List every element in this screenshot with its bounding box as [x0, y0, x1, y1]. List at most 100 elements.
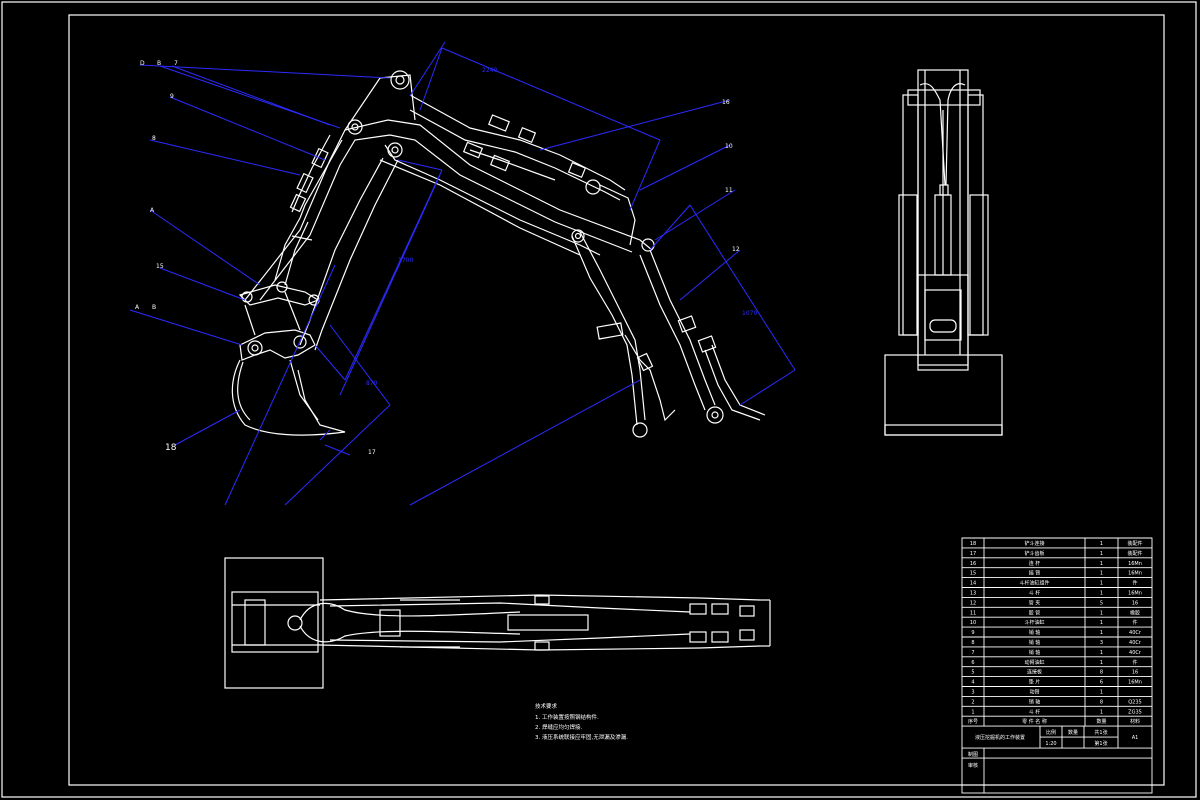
parts-row-name: 连接板: [1027, 669, 1042, 676]
parts-row-material: 16Mn: [1128, 680, 1142, 686]
parts-row-no: 2: [971, 699, 974, 705]
checker-label: 审核: [968, 762, 978, 769]
parts-row-no: 15: [970, 571, 976, 577]
callout-label: 16: [722, 99, 730, 106]
drawing-title: 液压挖掘机的工作装置: [975, 734, 1025, 741]
parts-row-material: 40Cr: [1129, 640, 1142, 646]
scale-label: 比例: [1046, 729, 1056, 736]
plan-view: [224, 557, 771, 689]
sheet-label: 数量: [1068, 729, 1078, 736]
dimension-text: 870: [366, 380, 378, 387]
parts-row-qty: 3: [1100, 640, 1103, 646]
callout-label: A: [150, 207, 155, 214]
parts-row-material: 件: [1132, 659, 1137, 666]
callout-label: A: [135, 304, 140, 311]
parts-row-qty: 8: [1100, 699, 1103, 705]
parts-row-qty: 1: [1100, 709, 1103, 715]
dimension-text: 2240: [482, 67, 497, 74]
notes-line: 2. 焊缝应均匀焊接.: [535, 723, 582, 731]
parts-row-name: 胶 管: [1029, 609, 1041, 616]
parts-row-name: 销 轴: [1029, 639, 1041, 646]
parts-row-qty: 1: [1100, 690, 1103, 696]
parts-row-no: 6: [971, 660, 974, 666]
parts-row-no: 8: [971, 640, 974, 646]
parts-row-material: 16Mn: [1128, 591, 1142, 597]
parts-row-qty: 1: [1100, 591, 1103, 597]
parts-row-qty: 1: [1100, 541, 1103, 547]
parts-header-material: 材料: [1130, 718, 1140, 725]
parts-row-material: 16: [1132, 670, 1138, 676]
parts-row-material: 16Mn: [1128, 561, 1142, 567]
notes-title: 技术要求: [535, 702, 558, 710]
parts-row-no: 18: [970, 541, 976, 547]
scale-value: 1:20: [1045, 741, 1056, 747]
parts-row-name: 销 轴: [1029, 629, 1041, 636]
parts-row-no: 7: [971, 650, 974, 656]
parts-row-qty: 1: [1100, 660, 1103, 666]
parts-header-name: 零 件 名 称: [1022, 718, 1047, 725]
parts-row-qty: 5: [1100, 600, 1103, 606]
notes-line: 1. 工作装置按照钢结构件.: [535, 713, 599, 721]
callout-label: D: [140, 60, 145, 67]
parts-row-no: 10: [970, 620, 976, 626]
callout-label: 15: [156, 263, 164, 270]
notes-line: 3. 液压系统联接应牢固,无泄漏及渗漏.: [535, 733, 628, 741]
parts-row-name: 摇 臂: [1029, 570, 1041, 577]
parts-row-qty: 8: [1100, 670, 1103, 676]
designer-label: 制图: [968, 751, 978, 758]
callout-label: 9: [170, 93, 174, 100]
parts-row-name: 垫 片: [1029, 679, 1041, 686]
parts-row-qty: 1: [1100, 610, 1103, 616]
side-elevation-view: [129, 41, 796, 506]
parts-row-material: 装配件: [1127, 540, 1142, 547]
parts-row-qty: 6: [1100, 680, 1103, 686]
sheet-count: 共1张: [1094, 729, 1107, 736]
sheet-number: 第1张: [1094, 740, 1107, 747]
parts-header-qty: 数量: [1096, 718, 1106, 725]
parts-row-name: 斗杆油缸: [1024, 619, 1044, 626]
parts-header-no: 序号: [968, 718, 978, 725]
parts-row-no: 17: [970, 551, 976, 557]
callout-label: 17: [368, 449, 376, 456]
inner-border: [68, 14, 1165, 786]
parts-row-name: 销 轴: [1029, 649, 1041, 656]
dimension-text: 1070: [742, 310, 757, 317]
callout-label: 18: [165, 443, 177, 453]
callout-label: 8: [152, 135, 156, 142]
parts-row-name: 销 轴: [1029, 698, 1041, 705]
parts-row-name: 连 杆: [1029, 560, 1041, 567]
parts-row-material: 40Cr: [1129, 630, 1142, 636]
callout-label: 11: [725, 187, 733, 194]
parts-row-material: 16: [1132, 600, 1138, 606]
parts-row-no: 5: [971, 670, 974, 676]
parts-row-qty: 1: [1100, 650, 1103, 656]
parts-row-qty: 1: [1100, 581, 1103, 587]
parts-row-name: 动臂: [1029, 689, 1039, 696]
parts-row-material: 16Mn: [1128, 571, 1142, 577]
parts-row-qty: 1: [1100, 551, 1103, 557]
sheet-format: A1: [1132, 735, 1139, 741]
parts-row-material: Q235: [1128, 699, 1141, 705]
parts-row-name: 斗杆油缸组件: [1019, 580, 1049, 587]
parts-row-no: 9: [971, 630, 974, 636]
callout-label: B: [157, 60, 161, 67]
callout-label: 7: [174, 60, 178, 67]
parts-row-no: 3: [971, 690, 974, 696]
parts-row-qty: 1: [1100, 630, 1103, 636]
parts-row-material: 橡胶: [1130, 609, 1140, 616]
parts-row-no: 4: [971, 680, 974, 686]
parts-row-name: 动臂油缸: [1024, 659, 1044, 666]
parts-row-material: ZG35: [1128, 709, 1142, 715]
parts-row-qty: 1: [1100, 561, 1103, 567]
parts-row-no: 1: [971, 709, 974, 715]
parts-row-no: 11: [970, 610, 976, 616]
parts-row-no: 13: [970, 591, 976, 597]
dimension-text: 1700: [398, 257, 413, 264]
parts-row-name: 斗 杆: [1029, 590, 1041, 597]
callout-label: 12: [732, 246, 740, 253]
callout-label: 10: [725, 143, 733, 150]
parts-row-qty: 1: [1100, 571, 1103, 577]
